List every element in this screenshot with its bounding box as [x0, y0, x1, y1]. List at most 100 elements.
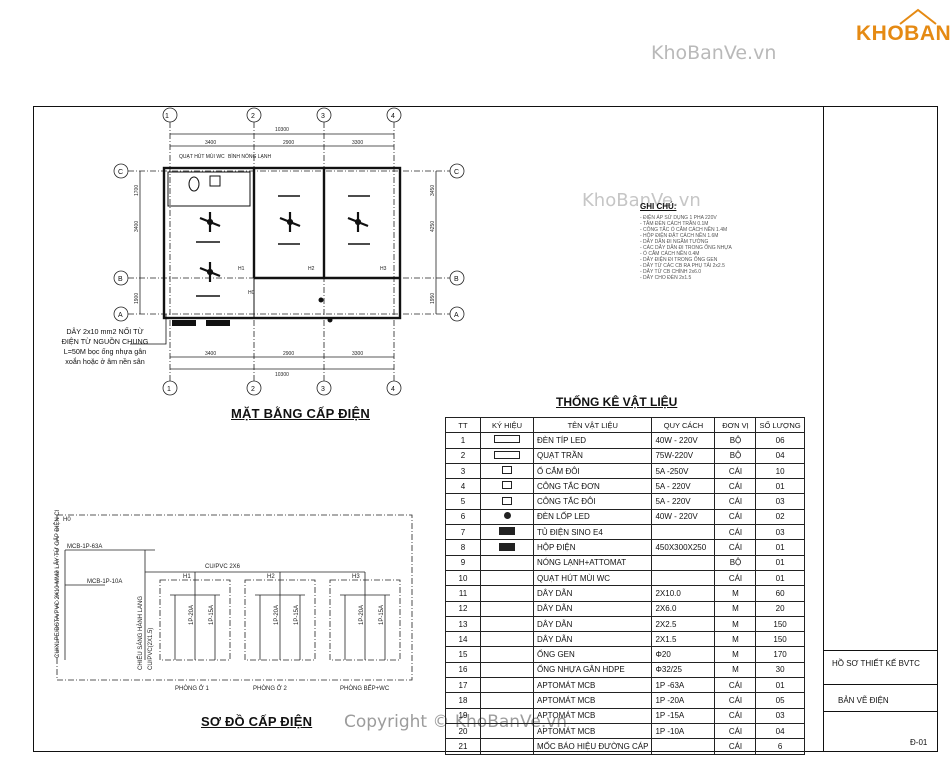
col-tt: TT [445, 416, 481, 434]
cell-tt: 4 [445, 478, 481, 495]
cell-tt: 13 [445, 615, 481, 633]
cell-spec: 1P -63A [651, 677, 716, 694]
cell-symbol [480, 585, 534, 602]
dim-top-1: 3400 [205, 140, 216, 146]
cell-name: DÂY DẪN [532, 615, 653, 633]
note-line: - DÂY CHO ĐÈN 2x1.5 [640, 275, 692, 281]
axis-top-1: 1 [165, 113, 169, 120]
cell-qty: 03 [755, 707, 805, 724]
cell-spec [651, 554, 716, 571]
cell-qty: 04 [755, 722, 805, 740]
group-h2-label: H2 [267, 574, 275, 580]
note-line: - TÂM ĐÈN CÁCH TRẦN 0.1M [640, 221, 709, 227]
cell-symbol [480, 447, 534, 464]
cell-symbol [480, 738, 534, 755]
cell-name: QUẠT HÚT MÙI WC [532, 569, 653, 587]
site-logo: KHOBANVE [856, 8, 950, 46]
cell-spec: 1P -10A [651, 722, 716, 740]
cell-symbol [480, 508, 534, 526]
cell-qty: 03 [755, 524, 805, 541]
label-h0: H0 [248, 290, 255, 296]
cell-name: APTOMÁT MCB [532, 677, 653, 694]
cell-tt: 12 [445, 600, 481, 617]
table-title: THỐNG KÊ VẬT LIỆU [556, 395, 678, 409]
cell-qty: 30 [755, 661, 805, 679]
cell-tt: 17 [445, 677, 481, 694]
group-h1-label: H1 [183, 574, 191, 580]
cell-tt: 16 [445, 661, 481, 679]
cell-name: APTOMÁT MCB [532, 707, 653, 724]
axis-bottom-4: 4 [391, 386, 395, 393]
cell-unit: M [714, 600, 757, 617]
note-line: - DÂY TỪ CÁC CB RA PHỤ TẢI 2x2.5 [640, 263, 725, 269]
cell-unit: CÁI [714, 738, 757, 755]
cell-spec: Φ32/25 [651, 661, 716, 679]
axis-right-c: C [454, 169, 459, 176]
note-line: - DÂY DẪN ĐI NGẦM TƯỜNG [640, 239, 709, 245]
cell-tt: 11 [445, 585, 481, 602]
wiring-schematic: H0 MCB-1P-63A MCB-1P-10A CU/PVC 2X6 H1 H… [53, 510, 413, 692]
cell-symbol [480, 631, 534, 648]
drawing-name: BẢN VẼ ĐIỆN [838, 696, 889, 705]
cell-symbol [480, 707, 534, 724]
cell-qty: 170 [755, 646, 805, 663]
cell-spec: 2X10.0 [651, 585, 716, 602]
room-1-label: PHÒNG Ở 1 [175, 685, 209, 692]
cell-name: DÂY DẪN [532, 631, 653, 648]
cell-symbol [480, 722, 534, 740]
schematic-h0: H0 [63, 517, 71, 523]
breaker-15a-2: 1P-15A [294, 605, 300, 625]
cell-name: APTOMÁT MCB [532, 692, 653, 709]
breaker-20a-2: 1P-20A [274, 605, 280, 625]
cell-symbol [480, 661, 534, 679]
col-qty: SỐ LƯỢNG [755, 416, 805, 434]
cell-unit: CÁI [714, 539, 757, 556]
breaker-15a-1: 1P-15A [209, 605, 215, 625]
cell-tt: 10 [445, 569, 481, 587]
materials-table: TT KÝ HIỆU TÊN VẬT LIỆU QUY CÁCH ĐƠN VỊ … [445, 416, 805, 755]
tube-symbol-icon [494, 435, 520, 444]
cell-unit: M [714, 646, 757, 663]
supply-note: DÂY 2x10 mm2 NỐI TỪ ĐIỆN TỪ NGUỒN CHUNG … [50, 327, 160, 367]
watermark-site: KhoBanVe.vn [651, 42, 777, 64]
breaker-20a-3: 1P-20A [359, 605, 365, 625]
cell-name: QUẠT TRẦN [532, 447, 653, 464]
cell-tt: 14 [445, 631, 481, 648]
axis-right-a: A [454, 312, 459, 319]
supply-note-line-4: xoắn hoặc ở âm nền sân [65, 357, 145, 366]
cell-symbol [480, 569, 534, 587]
note-line: - HỘP ĐIỆN ĐẶT CÁCH NỀN 1.6M [640, 233, 719, 239]
col-unit: ĐƠN VỊ [714, 416, 757, 434]
cell-unit: CÁI [714, 493, 757, 510]
lamp-symbol-icon [503, 512, 511, 520]
cell-qty: 04 [755, 447, 805, 464]
socket-symbol-icon [502, 466, 512, 475]
cell-unit: BỘ [714, 447, 757, 464]
label-water-heater: BÌNH NÓNG LẠNH [228, 153, 271, 160]
label-h1: H1 [238, 266, 245, 272]
cell-tt: 3 [445, 462, 481, 480]
dim-left-2: 1900 [134, 293, 140, 304]
axis-right-b: B [454, 276, 459, 283]
label-h3: H3 [380, 266, 387, 272]
dim-bottom-1: 3400 [205, 351, 216, 357]
switch1-symbol-icon [502, 481, 512, 490]
fan-symbol-icon [494, 450, 520, 459]
cell-qty: 02 [755, 508, 805, 526]
title-block: HỒ SƠ THIẾT KẾ BVTC BẢN VẼ ĐIỆN Đ-01 [823, 106, 938, 752]
dim-total-top: 10300 [275, 127, 289, 133]
cell-tt: 2 [445, 447, 481, 464]
switch2-symbol-icon [502, 496, 512, 505]
dim-left-0: 1700 [134, 185, 140, 196]
cell-qty: 03 [755, 493, 805, 510]
